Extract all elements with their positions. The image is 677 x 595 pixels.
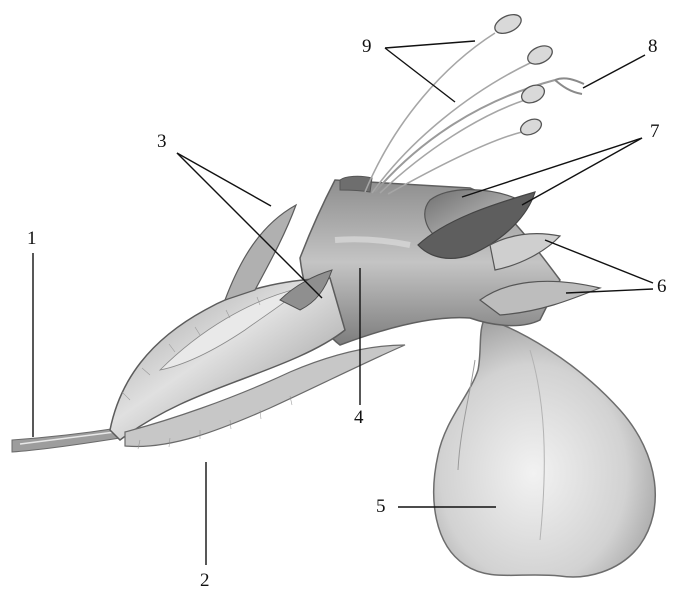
- leader-3a: [177, 153, 271, 206]
- label-8: 8: [648, 37, 658, 56]
- leader-9b: [385, 48, 455, 102]
- corolla-lower-lip: [434, 318, 656, 577]
- label-7: 7: [650, 122, 660, 141]
- pedicel: [12, 428, 120, 452]
- label-3: 3: [157, 132, 167, 151]
- label-4: 4: [354, 408, 364, 427]
- label-5: 5: [376, 497, 386, 516]
- leader-8: [583, 55, 645, 88]
- leader-6a: [545, 240, 653, 283]
- stamens: [365, 33, 530, 194]
- label-9: 9: [362, 37, 372, 56]
- style-stigma: [375, 78, 584, 192]
- label-1: 1: [27, 229, 37, 248]
- label-6: 6: [657, 277, 667, 296]
- anthers: [492, 11, 555, 138]
- label-2: 2: [200, 571, 210, 590]
- leader-9a: [385, 41, 475, 48]
